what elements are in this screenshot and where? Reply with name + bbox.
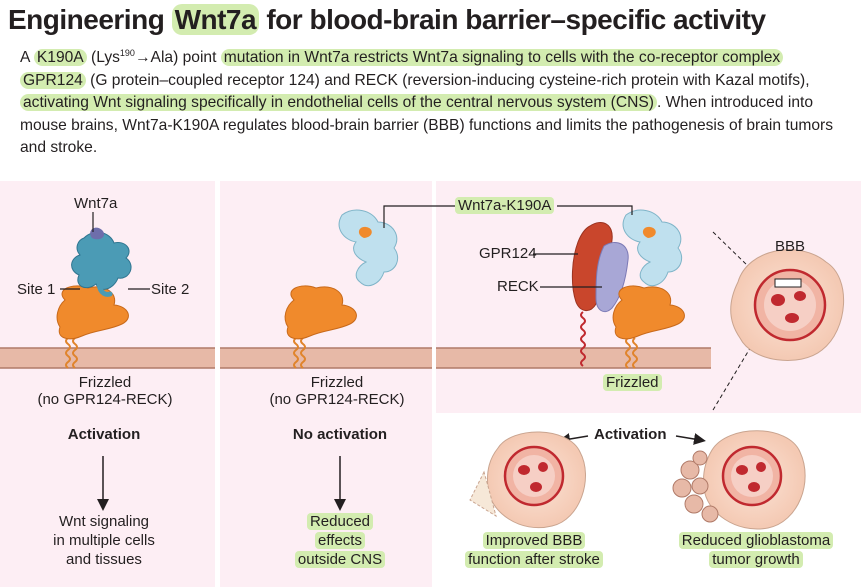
frizzled-tm-3 — [625, 337, 638, 369]
arrow-activation-right — [675, 433, 706, 445]
frizzled-receptor-1 — [56, 285, 129, 340]
label-site2: Site 2 — [151, 281, 190, 298]
status-no-activation: No activation — [292, 426, 388, 443]
label-wnt7a-k190a: Wnt7a-K190A — [455, 197, 555, 214]
label-frizzled-3: Frizzled — [603, 374, 662, 391]
wnt7a-lipid-1 — [90, 227, 105, 240]
gpr124-tm — [580, 311, 586, 367]
frizzled-receptor-2 — [284, 285, 357, 340]
label-gpr124: GPR124 — [479, 245, 537, 262]
label-site1: Site 1 — [17, 281, 56, 298]
label-wnt7a: Wnt7a — [74, 195, 118, 212]
wnt7a-k190a-protein-2 — [338, 209, 399, 287]
label-frizzled-1: Frizzled(no GPR124-RECK) — [37, 374, 173, 408]
frizzled-receptor-3 — [612, 285, 685, 340]
stroke-vessel — [469, 431, 586, 529]
intro-paragraph: A K190A (Lys190→Ala) point mutation in W… — [20, 48, 834, 157]
membrane-3 — [436, 347, 711, 369]
leader-mutant-left — [383, 205, 455, 228]
zoom-line-top — [712, 231, 751, 269]
wnt7a-lipid-3 — [642, 226, 656, 238]
membrane-2 — [220, 347, 432, 369]
membrane-1 — [0, 347, 215, 369]
zoom-line-bottom — [712, 339, 756, 411]
wnt7a-lipid-2 — [358, 226, 372, 238]
wnt7a-k190a-protein-3 — [622, 209, 683, 287]
status-activation-1: Activation — [67, 426, 141, 443]
label-reck: RECK — [497, 278, 539, 295]
frizzled-tm-1 — [65, 337, 78, 369]
leader-mutant-right — [557, 205, 633, 215]
frizzled-tm-2 — [293, 337, 306, 369]
tumor-vessel — [672, 430, 806, 530]
wnt7a-tail-1 — [97, 279, 113, 297]
page-title: Engineering Wnt7a for blood-brain barrie… — [8, 4, 766, 35]
label-frizzled-2: Frizzled(no GPR124-RECK) — [269, 374, 405, 408]
label-bbb: BBB — [775, 238, 806, 255]
bbb-vessel — [730, 249, 845, 361]
wnt7a-protein-1 — [71, 231, 132, 290]
status-activation-3: Activation — [594, 426, 667, 443]
